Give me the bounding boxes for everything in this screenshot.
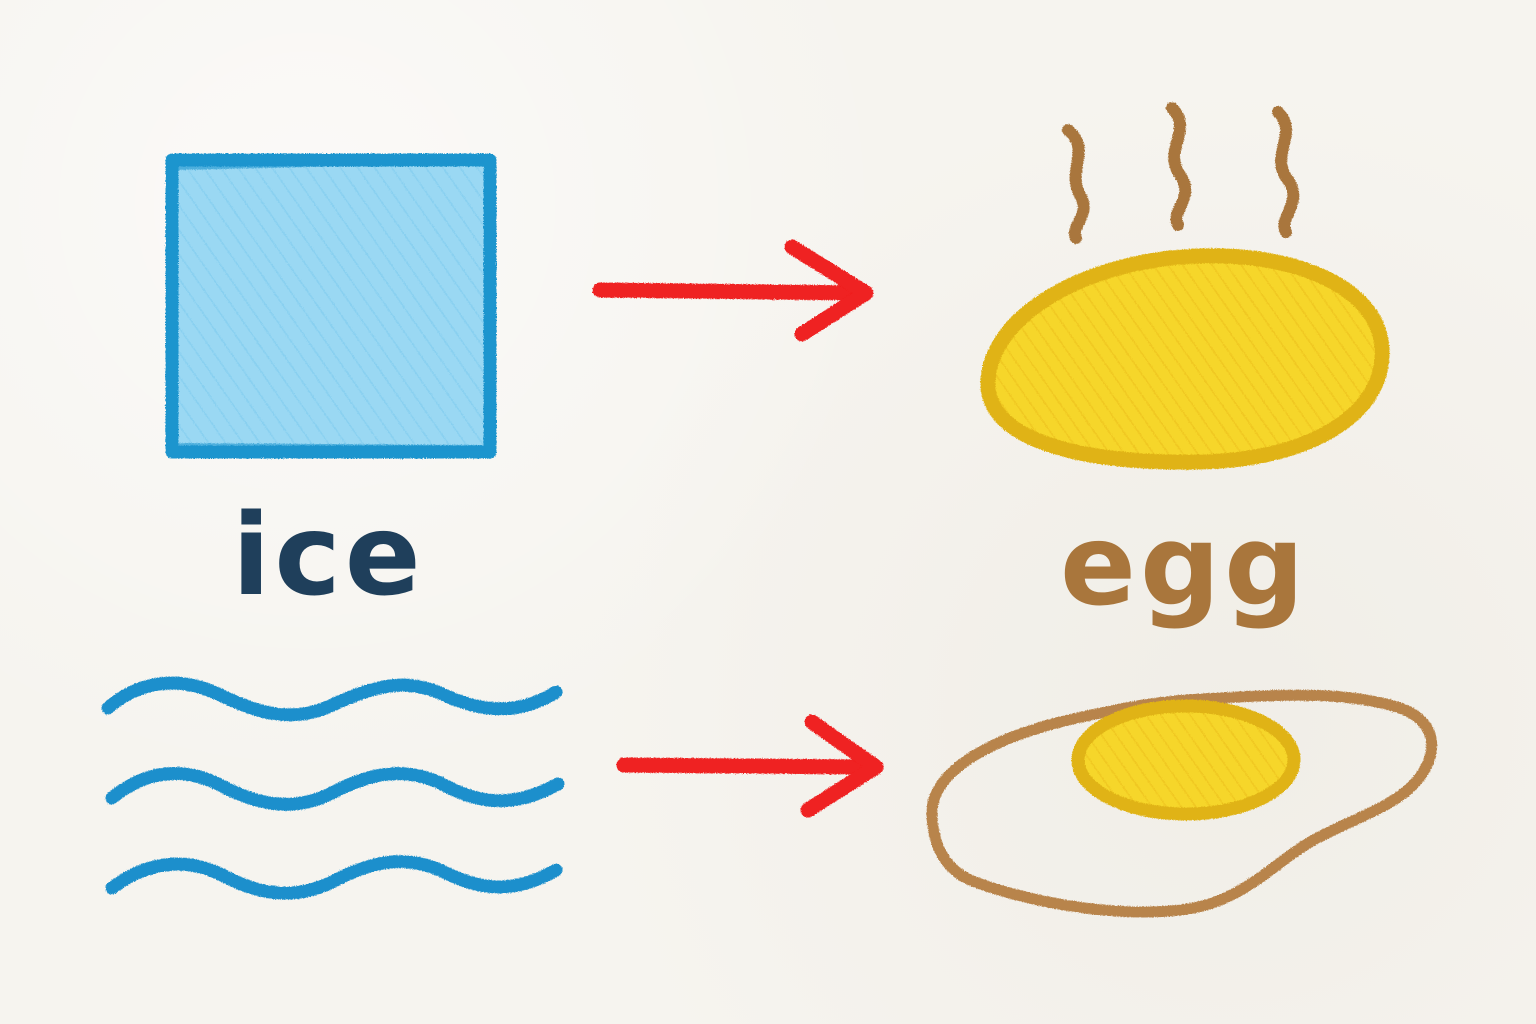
raw-egg-yolk-icon (980, 248, 1390, 470)
label-ice: ice (232, 491, 425, 621)
label-egg: egg (1060, 501, 1309, 631)
arrow-right-icon (592, 239, 874, 342)
fried-egg-icon (926, 689, 1438, 918)
water-waves-icon (101, 676, 565, 900)
steam-icon (1062, 102, 1300, 244)
ice-cube-icon (165, 153, 497, 459)
arrow-right-icon (616, 714, 884, 818)
